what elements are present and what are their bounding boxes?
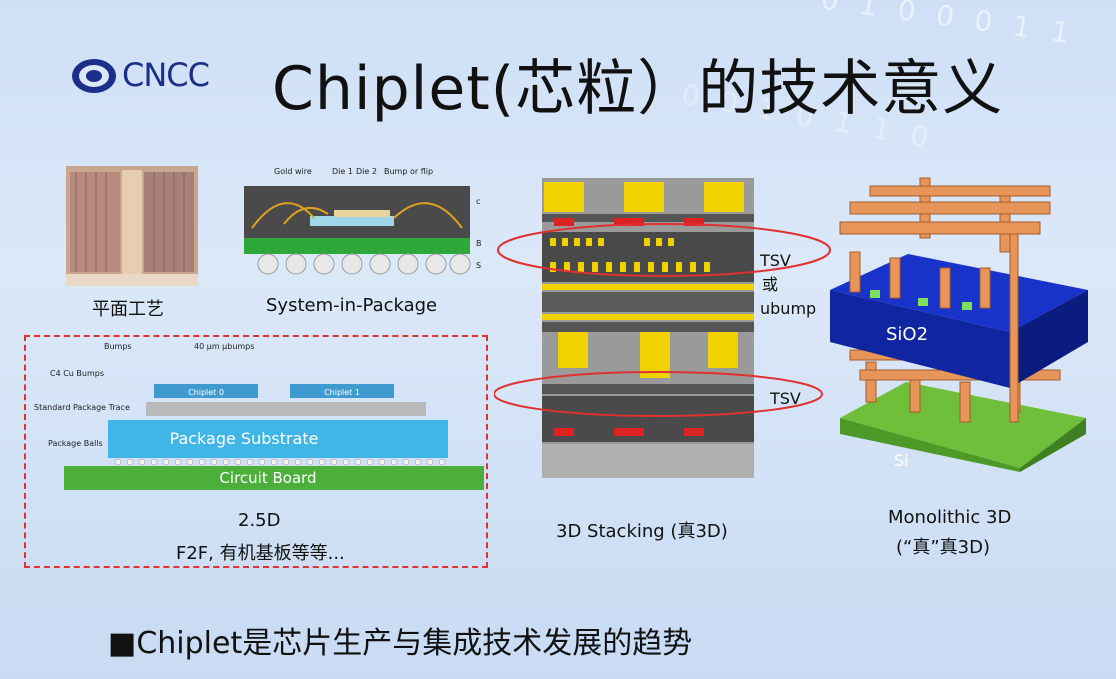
- sip-label-die1: Die 1: [332, 167, 353, 176]
- sip-label-bump: Bump or flip: [384, 167, 433, 176]
- stacking-3d-diagram: TSV 或 ubump TSV: [494, 178, 831, 478]
- package-2-5d-panel: [24, 335, 488, 568]
- sip-label-die2: Die 2: [356, 167, 377, 176]
- tsv-bottom-label: TSV: [769, 389, 801, 408]
- or-label: 或: [762, 275, 778, 294]
- sip-side-label-b: B: [476, 239, 482, 248]
- chiplet-1-label: Chiplet 1: [324, 388, 360, 397]
- label-bumps: Bumps: [104, 342, 132, 351]
- si-label: Si: [894, 451, 909, 470]
- label-c4-bumps: C4 Cu Bumps: [50, 369, 104, 378]
- package-2-5d-caption-1: 2.5D: [238, 510, 281, 531]
- chiplet-0-label: Chiplet 0: [188, 388, 224, 397]
- sip-side-label-s: S: [476, 261, 481, 270]
- sip-side-label-c: c: [476, 197, 480, 206]
- ubump-label: ubump: [760, 299, 816, 318]
- tsv-top-label: TSV: [759, 251, 791, 270]
- footer-bullet-text: ■Chiplet是芯片生产与集成技术发展的趋势: [108, 626, 693, 661]
- sip-diagram: Gold wire Die 1 Die 2 Bump or flip c B S: [244, 167, 482, 275]
- package-2-5d-caption-2: F2F, 有机基板等等...: [176, 543, 345, 564]
- sio2-label: SiO2: [886, 324, 928, 345]
- planar-caption: 平面工艺: [92, 299, 164, 320]
- cncc-logo: CNCC: [70, 56, 240, 96]
- label-microbumps: 40 μm μbumps: [194, 342, 254, 351]
- sip-caption: System-in-Package: [266, 295, 438, 316]
- monolithic-caption-2: (“真”真3D): [896, 537, 991, 558]
- logo-text: CNCC: [122, 56, 210, 94]
- stacking-3d-caption: 3D Stacking (真3D): [556, 521, 728, 542]
- circuit-board-label: Circuit Board: [219, 469, 316, 487]
- label-package-balls: Package Balls: [48, 439, 103, 448]
- package-2-5d-diagram: Bumps 40 μm μbumps C4 Cu Bumps Standard …: [34, 342, 484, 490]
- planar-die-image: [66, 166, 198, 286]
- monolithic-3d-diagram: Si SiO2: [830, 177, 1088, 472]
- monolithic-caption-1: Monolithic 3D: [888, 507, 1012, 528]
- page-title: Chiplet(芯粒）的技术意义: [272, 54, 1004, 124]
- label-standard-trace: Standard Package Trace: [34, 403, 130, 412]
- package-substrate-label: Package Substrate: [170, 429, 319, 448]
- sip-label-gold-wire: Gold wire: [274, 167, 312, 176]
- cncc-emblem-icon: [72, 59, 116, 93]
